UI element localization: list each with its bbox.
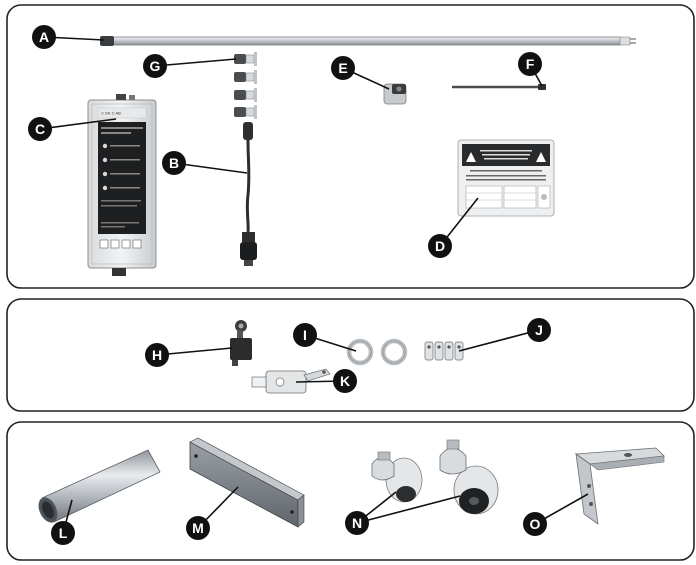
callout-i: I bbox=[293, 323, 317, 347]
svg-text:B: B bbox=[169, 155, 179, 171]
svg-text:F: F bbox=[526, 56, 535, 72]
svg-text:K: K bbox=[340, 373, 350, 389]
svg-text:G: G bbox=[150, 58, 161, 74]
svg-text:J: J bbox=[535, 322, 543, 338]
svg-text:D: D bbox=[435, 238, 445, 254]
svg-text:A: A bbox=[39, 29, 49, 45]
svg-text:E: E bbox=[338, 60, 347, 76]
svg-text:O: O bbox=[530, 516, 541, 532]
svg-text:N: N bbox=[352, 515, 362, 531]
svg-text:L: L bbox=[59, 525, 68, 541]
callout-o: O bbox=[523, 512, 547, 536]
svg-text:H: H bbox=[152, 347, 162, 363]
magnetic-clamps-icon bbox=[371, 439, 499, 515]
warning-label-card-icon bbox=[457, 139, 555, 217]
uv-lamp-tube-icon bbox=[100, 36, 636, 46]
cable-connectors-icon bbox=[234, 52, 257, 119]
lamp-cap-icon bbox=[383, 83, 407, 105]
svg-text:C: C bbox=[35, 121, 45, 137]
angle-bracket-icon bbox=[574, 447, 665, 525]
callout-b: B bbox=[162, 151, 186, 175]
callout-h: H bbox=[145, 343, 169, 367]
callout-e: E bbox=[331, 56, 355, 80]
panel-top bbox=[6, 4, 695, 289]
callout-g: G bbox=[143, 54, 167, 78]
callout-a: A bbox=[32, 25, 56, 49]
o-rings-icon bbox=[346, 338, 408, 366]
callout-j: J bbox=[527, 318, 551, 342]
mounting-channel-icon bbox=[189, 437, 305, 528]
callout-n: N bbox=[345, 511, 369, 535]
callout-m: M bbox=[186, 516, 210, 540]
callout-k: K bbox=[333, 369, 357, 393]
callout-d: D bbox=[428, 234, 452, 258]
bracket-switch-icon bbox=[251, 368, 331, 394]
svg-text:I: I bbox=[303, 327, 307, 343]
callout-c: C bbox=[28, 117, 52, 141]
limit-switch-icon bbox=[230, 320, 252, 366]
svg-text:M: M bbox=[192, 520, 204, 536]
power-cable-icon bbox=[240, 122, 257, 266]
svg-text:C DK C AB: C DK C AB bbox=[101, 111, 121, 116]
panel-bottom bbox=[6, 421, 695, 561]
cable-tie-icon bbox=[452, 84, 546, 90]
callout-l: L bbox=[51, 521, 75, 545]
control-unit-icon: C DK C AB bbox=[87, 94, 157, 276]
callout-f: F bbox=[518, 52, 542, 76]
